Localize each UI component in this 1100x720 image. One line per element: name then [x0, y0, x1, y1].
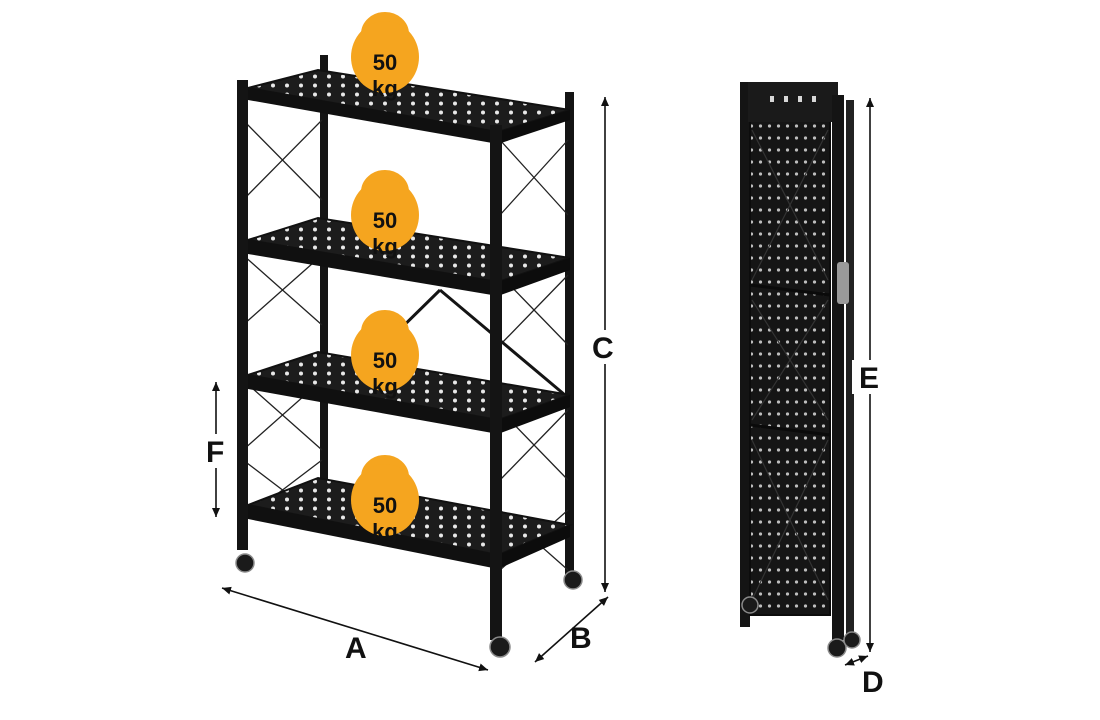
- folded-divider-2: [749, 423, 831, 437]
- weight-badge-3-value: 50: [373, 348, 397, 373]
- weight-badge-2: 50 kg: [351, 170, 419, 259]
- caster-wheels: [235, 553, 583, 658]
- shelf-tier-3: [247, 350, 571, 434]
- weight-badge-3-unit: kg: [372, 374, 398, 399]
- caster-front-right: [489, 636, 511, 658]
- right-side-wires: [499, 139, 569, 571]
- dimension-label-a: A: [345, 632, 367, 665]
- left-side-wires: [242, 119, 323, 521]
- open-shelf-unit: [235, 55, 583, 658]
- caster-front-left: [235, 553, 255, 573]
- folded-shelf-unit: [740, 82, 861, 658]
- weight-badge-4-value: 50: [373, 493, 397, 518]
- weight-badge-1-unit: kg: [372, 76, 398, 101]
- folded-front-post: [832, 95, 844, 640]
- folded-panel-wires: [751, 129, 829, 601]
- back-right-post: [565, 92, 574, 582]
- weight-badge-2-unit: kg: [372, 234, 398, 259]
- weight-badge-4: 50 kg: [351, 455, 419, 544]
- dimension-label-b: B: [570, 622, 592, 655]
- folded-back-post: [740, 82, 750, 627]
- weight-badge-2-value: 50: [373, 208, 397, 233]
- dimension-line-a: [221, 586, 489, 672]
- weight-badge-1: 50 kg: [351, 12, 419, 101]
- dimension-line-d: [844, 655, 869, 666]
- back-left-post: [320, 55, 328, 505]
- caster-back-right: [563, 570, 583, 590]
- dimension-line-b: [534, 596, 609, 663]
- folded-latch: [837, 262, 849, 304]
- folded-bracket-holes: [770, 96, 816, 102]
- folded-divider-1: [749, 283, 831, 297]
- weight-badge-1-value: 50: [373, 50, 397, 75]
- front-right-post: [490, 125, 502, 640]
- dimension-label-e: E: [859, 362, 879, 395]
- weight-badge-4-unit: kg: [372, 519, 398, 544]
- weight-badge-3: 50 kg: [351, 310, 419, 399]
- shelf-tier-1: [247, 68, 571, 144]
- shelf-tier-2: [247, 216, 571, 296]
- weight-badges: 50 kg 50 kg 50 kg 50 kg: [351, 12, 419, 544]
- folded-side-post: [846, 100, 854, 635]
- folded-caster-wheels: [741, 596, 861, 658]
- folded-top-bracket: [748, 82, 838, 122]
- dimension-label-f: F: [206, 436, 224, 469]
- dimension-label-c: C: [592, 332, 614, 365]
- front-left-post: [237, 80, 248, 550]
- dimension-label-d: D: [862, 666, 884, 699]
